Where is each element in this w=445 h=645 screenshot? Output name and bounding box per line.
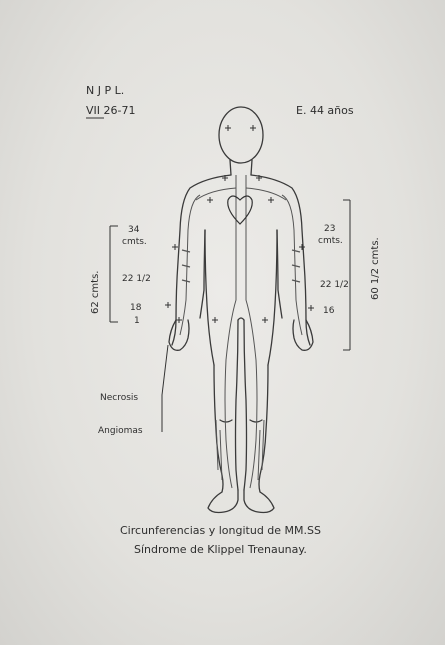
left-arm-low-value-a: 18: [130, 303, 141, 313]
left-arm-length: 62 cmts.: [90, 271, 101, 314]
left-arm-top-unit: cmts.: [122, 237, 147, 247]
caption-line-2: Síndrome de Klippel Trenaunay.: [134, 543, 307, 556]
head-outline: [219, 107, 263, 163]
right-arm-mid-value: 22 1/2: [320, 280, 349, 290]
patient-age: E. 44 años: [296, 104, 354, 117]
right-arm-top-value: 23: [324, 224, 335, 234]
left-arm-mid-value: 22 1/2: [122, 274, 151, 284]
right-arm-low-value: 16: [323, 306, 334, 316]
necrosis-label: Necrosis: [100, 393, 138, 403]
angiomas-label: Angiomas: [98, 426, 143, 436]
caption-line-1: Circunferencias y longitud de MM.SS: [120, 524, 321, 537]
right-arm-length: 60 1/2 cmts.: [370, 237, 381, 300]
left-arm-low-value-b: 1: [134, 316, 140, 326]
heart-outline: [228, 196, 253, 224]
left-arm-top-value: 34: [128, 225, 139, 235]
right-arm-top-unit: cmts.: [318, 236, 343, 246]
exam-date: VII 26-71: [86, 104, 135, 117]
patient-initials: N J P L.: [86, 84, 124, 97]
